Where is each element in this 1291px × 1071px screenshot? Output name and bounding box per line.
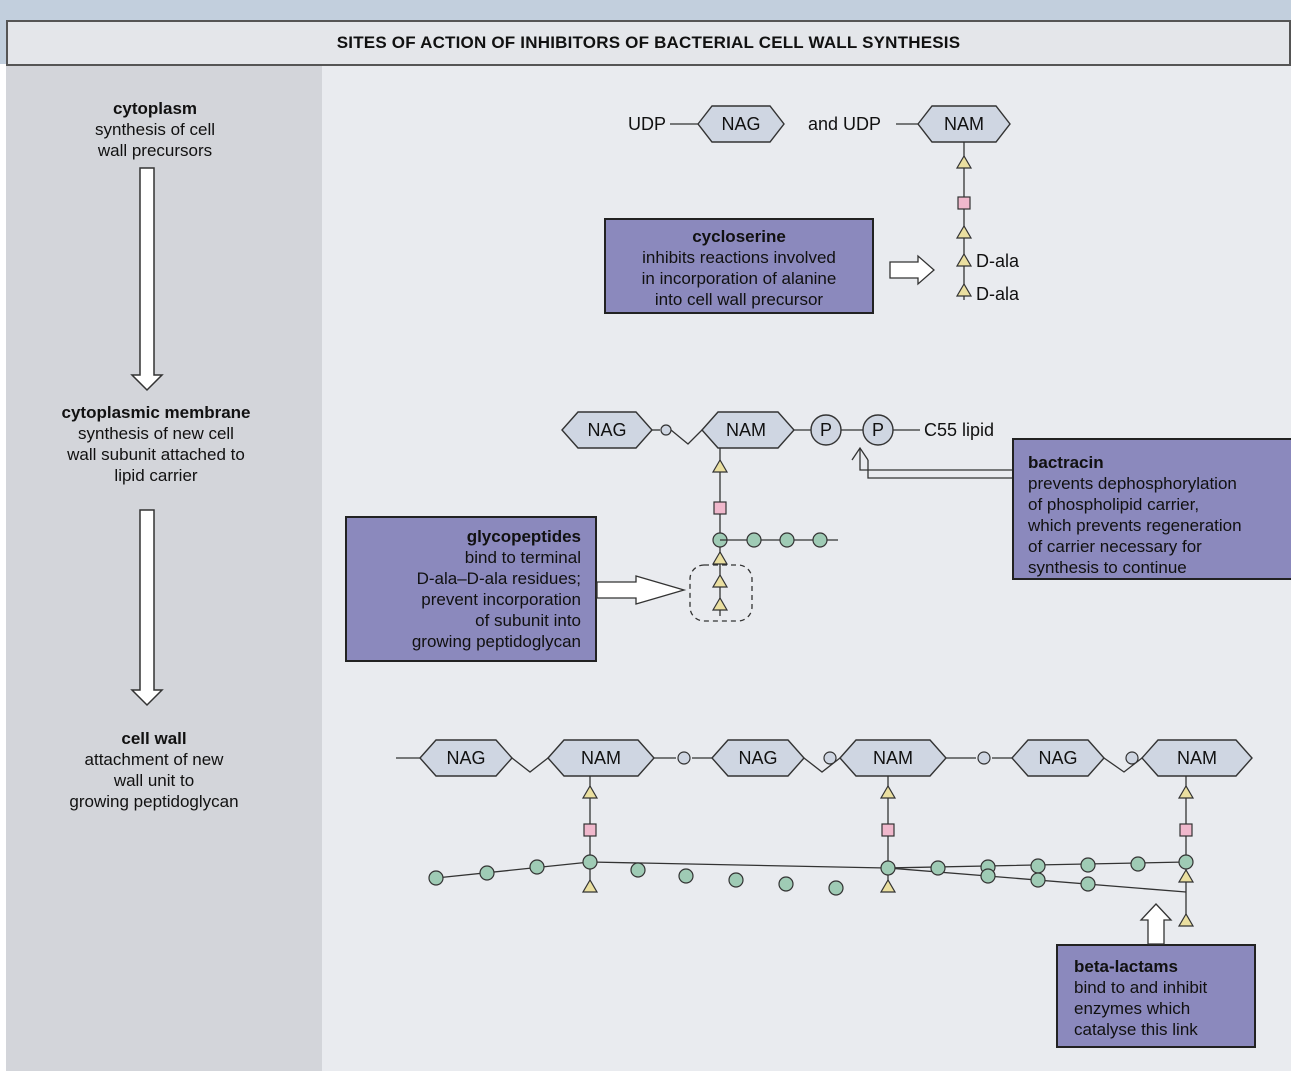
flow-arrow-cytoplasm-to-membrane — [130, 167, 164, 392]
inhibitor-line: of carrier necessary for — [1028, 537, 1202, 556]
inhibitor-line: inhibits reactions involved — [642, 248, 836, 267]
inhibitor-line: growing peptidoglycan — [411, 632, 581, 651]
nag-hexagon: NAG — [561, 411, 653, 449]
chain-label: NAG — [1038, 748, 1077, 768]
inhibitor-line: into cell wall precursor — [654, 290, 824, 309]
d-ala-triangle — [955, 282, 973, 297]
inhibitor-line: of subunit into — [475, 611, 581, 630]
inhibitor-line: D-ala–D-ala residues; — [416, 569, 581, 588]
nam-hexagon: NAM — [917, 105, 1011, 143]
chain-label: NAM — [873, 748, 913, 768]
phosphate-label: P — [820, 420, 832, 440]
left-panel — [6, 66, 322, 1071]
beta-lactams-arrow — [1139, 903, 1173, 945]
chain-nag-hexagon: NAG — [419, 739, 513, 777]
step-cell-wall: cell wall attachment of new wall unit to… — [6, 728, 302, 812]
phosphate-label: P — [872, 420, 884, 440]
lipid-subunit-row: NAG NAM P P C55 lipid — [561, 411, 1012, 622]
step-line: wall subunit attached to — [67, 445, 245, 464]
inhibitor-name: bactracin — [1028, 453, 1104, 472]
step-line: synthesis of cell — [95, 120, 215, 139]
chain-nam-hexagon: NAM — [547, 739, 655, 777]
nam-label: NAM — [726, 420, 766, 440]
glycopeptides-box: glycopeptides bind to terminal D-ala–D-a… — [345, 516, 597, 662]
and-udp-label: and UDP — [808, 114, 881, 134]
step-line: wall unit to — [113, 771, 195, 790]
chain-label: NAG — [738, 748, 777, 768]
chain-nag-hexagon: NAG — [1011, 739, 1105, 777]
inhibitor-line: in incorporation of alanine — [641, 269, 837, 288]
page-title: SITES OF ACTION OF INHIBITORS OF BACTERI… — [336, 33, 961, 52]
amino-acid-square — [957, 196, 971, 210]
step-cytoplasm: cytoplasm synthesis of cell wall precurs… — [10, 98, 300, 161]
inhibitor-line: of phospholipid carrier, — [1028, 495, 1200, 514]
chain-label: NAM — [581, 748, 621, 768]
chain-nag-hexagon: NAG — [711, 739, 805, 777]
peptidoglycan-chain: NAG NAM NAG NAM NAG NAM — [396, 739, 1253, 945]
cycloserine-box: cycloserine inhibits reactions involved … — [604, 218, 874, 314]
bactracin-arrow — [867, 460, 1012, 479]
chain-label: NAG — [446, 748, 485, 768]
inhibitor-name: beta-lactams — [1074, 957, 1178, 976]
phosphate-circle: P — [810, 414, 842, 446]
udp-label: UDP — [628, 114, 666, 134]
step-line: wall precursors — [97, 141, 213, 160]
title-bar: SITES OF ACTION OF INHIBITORS OF BACTERI… — [6, 20, 1291, 66]
amino-acid-triangle — [955, 154, 973, 169]
inhibitor-name: cycloserine — [692, 227, 786, 246]
glycopeptide-binding-site — [689, 564, 753, 622]
d-ala-label: D-ala — [976, 251, 1020, 271]
phosphate-circle: P — [862, 414, 894, 446]
nag-hexagon: NAG — [697, 105, 785, 143]
inhibitor-name: glycopeptides — [466, 527, 581, 546]
c55-lipid-label: C55 lipid — [924, 420, 994, 440]
step-heading: cytoplasm — [112, 99, 198, 118]
chain-nam-hexagon: NAM — [839, 739, 947, 777]
d-ala-triangle — [955, 252, 973, 267]
flow-arrow-membrane-to-wall — [130, 509, 164, 707]
step-heading: cytoplasmic membrane — [61, 403, 251, 422]
chain-nam-hexagon: NAM — [1141, 739, 1253, 777]
nag-label: NAG — [587, 420, 626, 440]
step-cytoplasmic-membrane: cytoplasmic membrane synthesis of new ce… — [6, 402, 306, 486]
inhibitor-line: which prevents regeneration — [1028, 516, 1242, 535]
cycloserine-arrow — [889, 254, 935, 286]
inhibitor-line: bind to and inhibit — [1074, 978, 1208, 997]
step-heading: cell wall — [121, 729, 187, 748]
beta-lactams-box: beta-lactams bind to and inhibit enzymes… — [1056, 944, 1256, 1048]
d-ala-label: D-ala — [976, 284, 1020, 304]
step-line: attachment of new — [84, 750, 224, 769]
precursor-row: UDP NAG and UDP NAM D-ala D-ala — [628, 105, 1020, 304]
nam-hexagon: NAM — [701, 411, 795, 449]
step-line: lipid carrier — [114, 466, 198, 485]
nam-label: NAM — [944, 114, 984, 134]
inhibitor-line: bind to terminal — [464, 548, 581, 567]
inhibitor-line: prevent incorporation — [421, 590, 581, 609]
glycopeptides-arrow — [596, 575, 687, 605]
inhibitor-line: synthesis to continue — [1028, 558, 1187, 577]
step-line: synthesis of new cell — [78, 424, 234, 443]
inhibitor-line: prevents dephosphorylation — [1028, 474, 1237, 493]
nag-label: NAG — [721, 114, 760, 134]
amino-acid-triangle — [955, 224, 973, 239]
step-line: growing peptidoglycan — [69, 792, 239, 811]
bactracin-box: bactracin prevents dephosphorylation of … — [1012, 438, 1291, 580]
chain-label: NAM — [1177, 748, 1217, 768]
inhibitor-line: catalyse this link — [1074, 1020, 1198, 1039]
inhibitor-line: enzymes which — [1074, 999, 1191, 1018]
